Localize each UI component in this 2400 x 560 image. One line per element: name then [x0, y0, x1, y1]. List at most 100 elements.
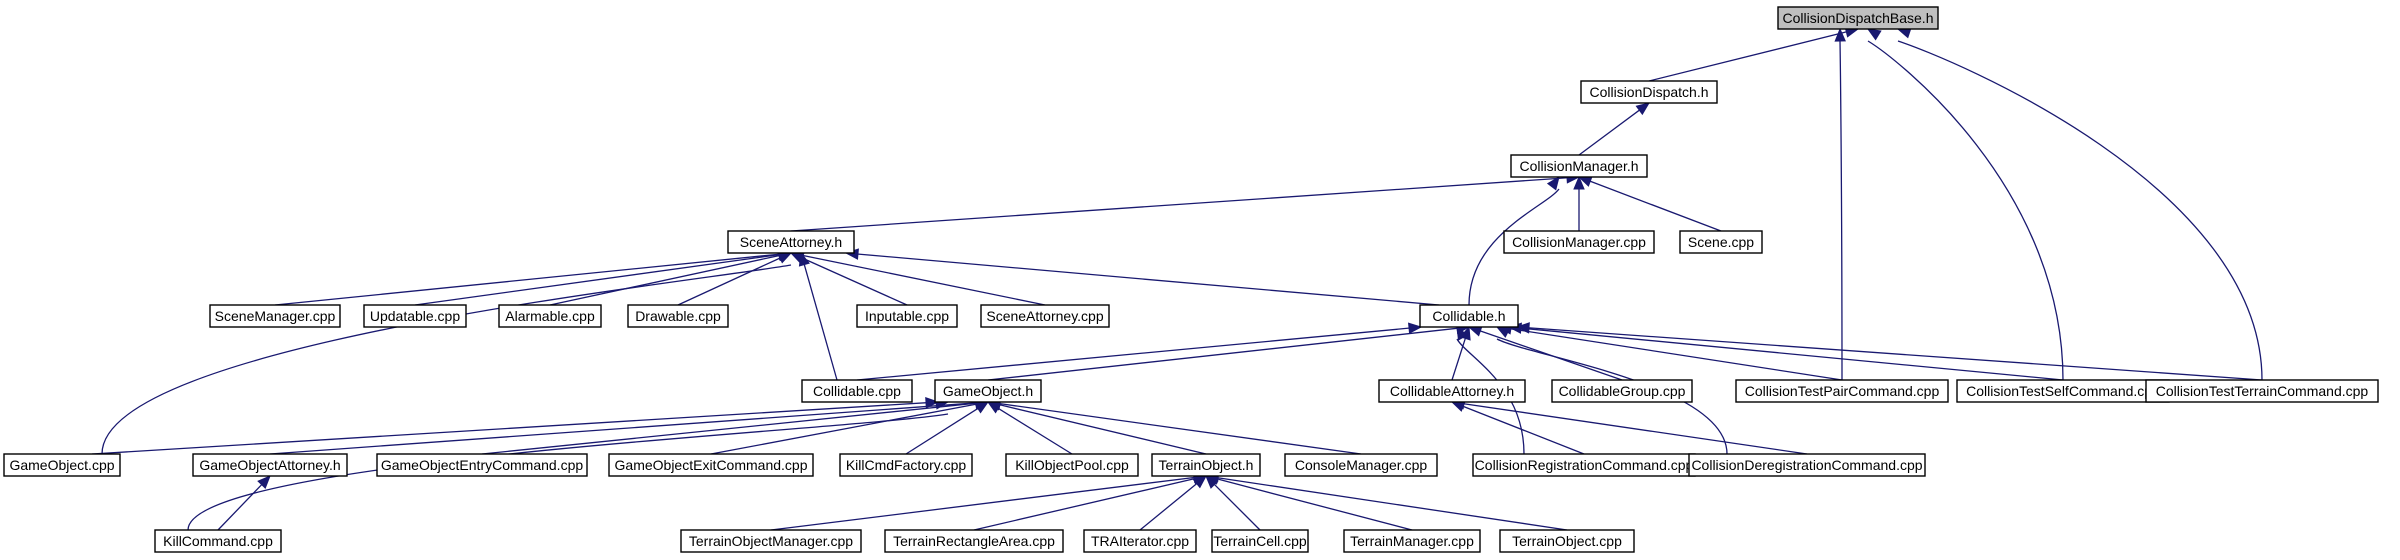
node-collisiontestterraincommand-cpp[interactable]: CollisionTestTerrainCommand.cpp [2145, 379, 2379, 403]
node-gameobjectentrycommand-cpp[interactable]: GameObjectEntryCommand.cpp [376, 453, 588, 477]
node-killcmdfactory-cpp[interactable]: KillCmdFactory.cpp [839, 453, 973, 477]
node-box-updatable-cpp[interactable] [363, 304, 467, 328]
node-alarmable-cpp[interactable]: Alarmable.cpp [498, 304, 602, 328]
node-label-sceneattorney-cpp: SceneAttorney.cpp [986, 308, 1103, 324]
node-collidablegroup-cpp[interactable]: CollidableGroup.cpp [1551, 379, 1693, 403]
node-gameobject-h[interactable]: GameObject.h [934, 379, 1042, 403]
node-box-killobjectpool-cpp[interactable] [1005, 453, 1139, 477]
node-scenemanager-cpp[interactable]: SceneManager.cpp [209, 304, 341, 328]
node-box-collisiontestterraincommand-cpp[interactable] [2145, 379, 2379, 403]
node-gameobjectattorney-h[interactable]: GameObjectAttorney.h [192, 453, 348, 477]
node-collisionderegistrationcommand-cpp[interactable]: CollisionDeregistrationCommand.cpp [1688, 453, 1926, 477]
node-box-drawable-cpp[interactable] [627, 304, 729, 328]
edge-sceneattorney-cpp-to-sceneattorney-h [801, 254, 1046, 306]
node-gameobjectexitcommand-cpp[interactable]: GameObjectExitCommand.cpp [608, 453, 814, 477]
edge-alarmable-cpp-to-sceneattorney-h [549, 254, 781, 306]
edge-gameobjectentrycommand-cpp-to-gameobject-h [481, 402, 978, 455]
node-terrainobject-h[interactable]: TerrainObject.h [1151, 453, 1261, 477]
node-box-alarmable-cpp[interactable] [498, 304, 602, 328]
node-label-terrainobject-cpp: TerrainObject.cpp [1512, 533, 1622, 549]
node-box-collidable-h[interactable] [1419, 304, 1519, 328]
node-box-terrainrectanglearea-cpp[interactable] [884, 529, 1064, 553]
node-collisiontestpaircommand-cpp[interactable]: CollisionTestPairCommand.cpp [1735, 379, 1949, 403]
node-box-collisiontestpaircommand-cpp[interactable] [1735, 379, 1949, 403]
node-box-sceneattorney-h[interactable] [727, 230, 855, 254]
node-updatable-cpp[interactable]: Updatable.cpp [363, 304, 467, 328]
edge-killcommand-cpp-to-gameobject-h [187, 413, 949, 531]
node-collisiondispatchbase-h[interactable]: CollisionDispatchBase.h [1777, 6, 1939, 30]
node-label-gameobjectattorney-h: GameObjectAttorney.h [199, 457, 340, 473]
node-collisionmanager-h[interactable]: CollisionManager.h [1510, 154, 1648, 178]
node-traiterator-cpp[interactable]: TRAIterator.cpp [1083, 529, 1197, 553]
node-sceneattorney-h[interactable]: SceneAttorney.h [727, 230, 855, 254]
node-label-updatable-cpp: Updatable.cpp [370, 308, 461, 324]
node-drawable-cpp[interactable]: Drawable.cpp [627, 304, 729, 328]
node-collisionregistrationcommand-cpp[interactable]: CollisionRegistrationCommand.cpp [1472, 453, 1696, 477]
node-killcommand-cpp[interactable]: KillCommand.cpp [154, 529, 282, 553]
node-collisiontestselfcommand-cpp[interactable]: CollisionTestSelfCommand.cpp [1956, 379, 2170, 403]
node-box-consolemanager-cpp[interactable] [1284, 453, 1438, 477]
arrowhead-killcmdfactory-cpp-to-gameobject-h [974, 401, 990, 414]
edge-collidable-h-to-sceneattorney-h [856, 253, 1440, 306]
node-box-terrainobject-cpp[interactable] [1499, 529, 1635, 553]
node-label-gameobjectexitcommand-cpp: GameObjectExitCommand.cpp [615, 457, 808, 473]
edge-collisiontestselfcommand-cpp-to-collisiondispatchbase-h [1867, 40, 2064, 381]
edge-gameobject-cpp-to-gameobject-h [91, 402, 928, 455]
edge-collisionderegistrationcommand-cpp-to-collidable-h [1496, 338, 1728, 455]
arrowhead-collisionmanager-h-to-collisiondispatch-h [1635, 102, 1651, 116]
node-collidableattorney-h[interactable]: CollidableAttorney.h [1378, 379, 1526, 403]
edge-scene-cpp-to-collisionmanager-h [1589, 180, 1722, 232]
node-box-collisionmanager-cpp[interactable] [1503, 230, 1655, 254]
arrowhead-collisionregistrationcommand-cpp-to-collidable-h [1456, 325, 1469, 341]
node-box-gameobject-cpp[interactable] [3, 453, 121, 477]
node-box-collidable-cpp[interactable] [801, 379, 913, 403]
node-collisionmanager-cpp[interactable]: CollisionManager.cpp [1503, 230, 1655, 254]
node-collidable-h[interactable]: Collidable.h [1419, 304, 1519, 328]
node-consolemanager-cpp[interactable]: ConsoleManager.cpp [1284, 453, 1438, 477]
node-terrainobjectmanager-cpp[interactable]: TerrainObjectManager.cpp [680, 529, 862, 553]
node-box-killcommand-cpp[interactable] [154, 529, 282, 553]
edge-collisiontestterraincommand-cpp-to-collidable-h [1527, 327, 2263, 381]
node-label-collisiondispatchbase-h: CollisionDispatchBase.h [1783, 10, 1934, 26]
node-sceneattorney-cpp[interactable]: SceneAttorney.cpp [980, 304, 1110, 328]
node-terrainmanager-cpp[interactable]: TerrainManager.cpp [1343, 529, 1481, 553]
node-box-traiterator-cpp[interactable] [1083, 529, 1197, 553]
node-box-gameobjectattorney-h[interactable] [192, 453, 348, 477]
node-box-terrainmanager-cpp[interactable] [1343, 529, 1481, 553]
node-box-collisiondispatchbase-h[interactable] [1777, 6, 1939, 30]
node-box-gameobject-h[interactable] [934, 379, 1042, 403]
node-box-killcmdfactory-cpp[interactable] [839, 453, 973, 477]
node-killobjectpool-cpp[interactable]: KillObjectPool.cpp [1005, 453, 1139, 477]
node-box-scenemanager-cpp[interactable] [209, 304, 341, 328]
node-box-sceneattorney-cpp[interactable] [980, 304, 1110, 328]
node-inputable-cpp[interactable]: Inputable.cpp [856, 304, 958, 328]
node-box-collidablegroup-cpp[interactable] [1551, 379, 1693, 403]
node-box-terrainobject-h[interactable] [1151, 453, 1261, 477]
node-box-inputable-cpp[interactable] [856, 304, 958, 328]
node-box-gameobjectentrycommand-cpp[interactable] [376, 453, 588, 477]
node-label-collisiondispatch-h: CollisionDispatch.h [1589, 84, 1708, 100]
node-scene-cpp[interactable]: Scene.cpp [1679, 230, 1763, 254]
edge-collisiontestselfcommand-cpp-to-collidable-h [1519, 327, 2064, 381]
node-collisiondispatch-h[interactable]: CollisionDispatch.h [1580, 80, 1718, 104]
node-label-gameobject-h: GameObject.h [943, 383, 1033, 399]
node-terrainrectanglearea-cpp[interactable]: TerrainRectangleArea.cpp [884, 529, 1064, 553]
node-collidable-cpp[interactable]: Collidable.cpp [801, 379, 913, 403]
node-box-collisionmanager-h[interactable] [1510, 154, 1648, 178]
node-gameobject-cpp[interactable]: GameObject.cpp [3, 453, 121, 477]
node-box-terrainobjectmanager-cpp[interactable] [680, 529, 862, 553]
node-terrainobject-cpp[interactable]: TerrainObject.cpp [1499, 529, 1635, 553]
node-label-drawable-cpp: Drawable.cpp [635, 308, 721, 324]
node-box-collidableattorney-h[interactable] [1378, 379, 1526, 403]
node-label-collidable-cpp: Collidable.cpp [813, 383, 901, 399]
node-label-traiterator-cpp: TRAIterator.cpp [1091, 533, 1189, 549]
node-terraincell-cpp[interactable]: TerrainCell.cpp [1211, 529, 1309, 553]
edge-terrainmanager-cpp-to-terrainobject-h [1216, 478, 1413, 531]
node-box-terraincell-cpp[interactable] [1211, 529, 1309, 553]
edge-collisiontestpaircommand-cpp-to-collisiondispatchbase-h [1839, 40, 1843, 381]
node-box-collisionderegistrationcommand-cpp[interactable] [1688, 453, 1926, 477]
node-box-gameobjectexitcommand-cpp[interactable] [608, 453, 814, 477]
edges-layer [91, 26, 2263, 531]
node-box-collisiondispatch-h[interactable] [1580, 80, 1718, 104]
node-box-scene-cpp[interactable] [1679, 230, 1763, 254]
